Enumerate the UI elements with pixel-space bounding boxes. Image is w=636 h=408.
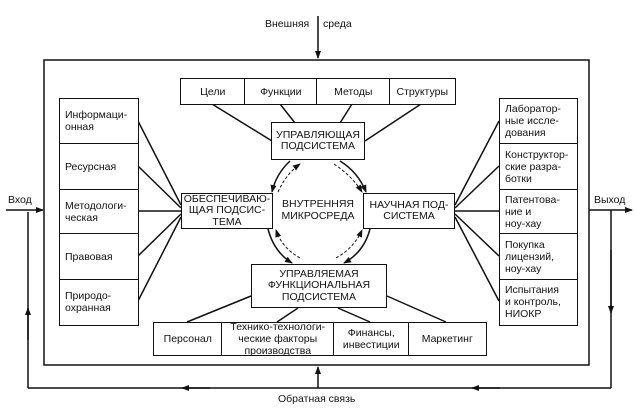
box-label-line: ОБЕСПЕЧИВАЮ-	[183, 192, 271, 205]
left-box-1: Ресурсная	[59, 143, 139, 191]
box-label-line: Правовая	[65, 250, 113, 263]
top-box-0: Цели	[180, 78, 246, 105]
supporting-subsystem-box: ОБЕСПЕЧИВАЮ-ЩАЯ ПОДСИС-ТЕМА	[181, 193, 273, 229]
box-label-line: Структуры	[396, 85, 449, 98]
interaction-arrows	[267, 160, 371, 264]
box-label-line: НИОКР	[505, 308, 542, 321]
box-label-line: охранная	[65, 302, 111, 315]
box-label-line: и контроль,	[505, 296, 561, 309]
output-label: Выход	[594, 194, 626, 206]
top-box-1: Функции	[244, 78, 318, 105]
box-label-line: ные иссле-	[505, 115, 559, 128]
box-label-line: ческие факторы	[238, 333, 318, 345]
box-label-line: ФУНКЦИОНАЛЬНАЯ	[267, 279, 371, 292]
box-label-line: ческая	[65, 211, 98, 224]
environment-label-right: среда	[323, 18, 352, 30]
left-box-3: Правовая	[59, 233, 139, 281]
environment-label-left: Внешняя	[265, 18, 310, 30]
box-label-line: ЩАЯ ПОДСИС-	[188, 204, 266, 217]
box-label-line: Природо-	[65, 290, 112, 303]
box-label-line: Маркетинг	[421, 333, 473, 345]
box-label-line: ские разра-	[505, 160, 562, 173]
right-box-1: Конструктор-ские разра-ботки	[499, 143, 578, 191]
box-label-line: ТЕМА	[212, 215, 242, 228]
bottom-connectors	[186, 295, 447, 323]
box-label-line: ботки	[505, 172, 532, 185]
box-label-line: Методологи-	[65, 199, 127, 212]
box-label-line: ноу-хау	[505, 262, 542, 275]
scientific-subsystem-box: НАУЧНАЯ ПОД-СИСТЕМА	[363, 193, 455, 229]
box-label-line: ПОДСИСТЕМА	[280, 140, 356, 152]
box-label-line: Покупка	[505, 238, 545, 251]
box-label-line: СИСТЕМА	[383, 210, 435, 222]
inner-environment-line: ВНУТРЕННЯЯ	[281, 198, 354, 210]
inner-environment-line: МИКРОСРЕДА	[281, 210, 355, 222]
right-connectors	[454, 120, 500, 302]
feedback-label: Обратная связь	[278, 393, 356, 405]
top-box-2: Методы	[316, 78, 391, 105]
box-label-line: Испытания	[505, 284, 559, 297]
top-connectors	[211, 103, 422, 142]
box-label-line: НАУЧНАЯ ПОД-	[369, 198, 449, 211]
box-label-line: Методы	[334, 85, 373, 98]
box-label-line: лицензий,	[505, 250, 554, 263]
box-label-line: Конструктор-	[505, 148, 569, 161]
bottom-box-3: Маркетинг	[408, 322, 487, 356]
bottom-box-2: Финансы,инвестиции	[333, 322, 410, 356]
right-box-0: Лаборатор-ные иссле-дования	[499, 98, 578, 145]
box-label-line: Информаци-	[65, 109, 128, 122]
left-box-2: Методологи-ческая	[59, 189, 139, 235]
top-box-3: Структуры	[389, 78, 456, 105]
box-label-line: Функции	[260, 85, 302, 98]
left-box-0: Информаци-онная	[59, 98, 139, 145]
box-label-line: Финансы,	[347, 327, 395, 339]
box-label-line: инвестиции	[342, 339, 400, 351]
bottom-box-0: Персонал	[153, 322, 223, 356]
box-label-line: Персонал	[163, 333, 212, 345]
box-label-line: Технико-технологи-	[230, 321, 326, 333]
box-label-line: Цели	[200, 85, 226, 98]
left-connectors	[137, 120, 182, 302]
box-label-line: производства	[244, 345, 312, 357]
input-label: Вход	[8, 194, 32, 206]
inner-dashed-arrows	[275, 163, 363, 259]
box-label-line: Патентова-	[505, 193, 560, 206]
box-label-line: дования	[505, 127, 546, 140]
box-label-line: Ресурсная	[65, 160, 117, 173]
box-label-line: УПРАВЛЯЕМАЯ	[279, 267, 359, 280]
left-box-4: Природо-охранная	[59, 279, 139, 326]
box-label-line: ПОДСИСТЕМА	[281, 290, 357, 303]
box-label-line: ноу-хау	[505, 217, 542, 230]
box-label-line: Лаборатор-	[505, 103, 561, 116]
box-label-line: УПРАВЛЯЮЩАЯ	[276, 128, 360, 141]
box-label-line: онная	[65, 121, 94, 134]
feedback-loop	[25, 210, 614, 391]
system-boundary	[43, 59, 590, 366]
box-label-line: ние и	[505, 205, 532, 218]
